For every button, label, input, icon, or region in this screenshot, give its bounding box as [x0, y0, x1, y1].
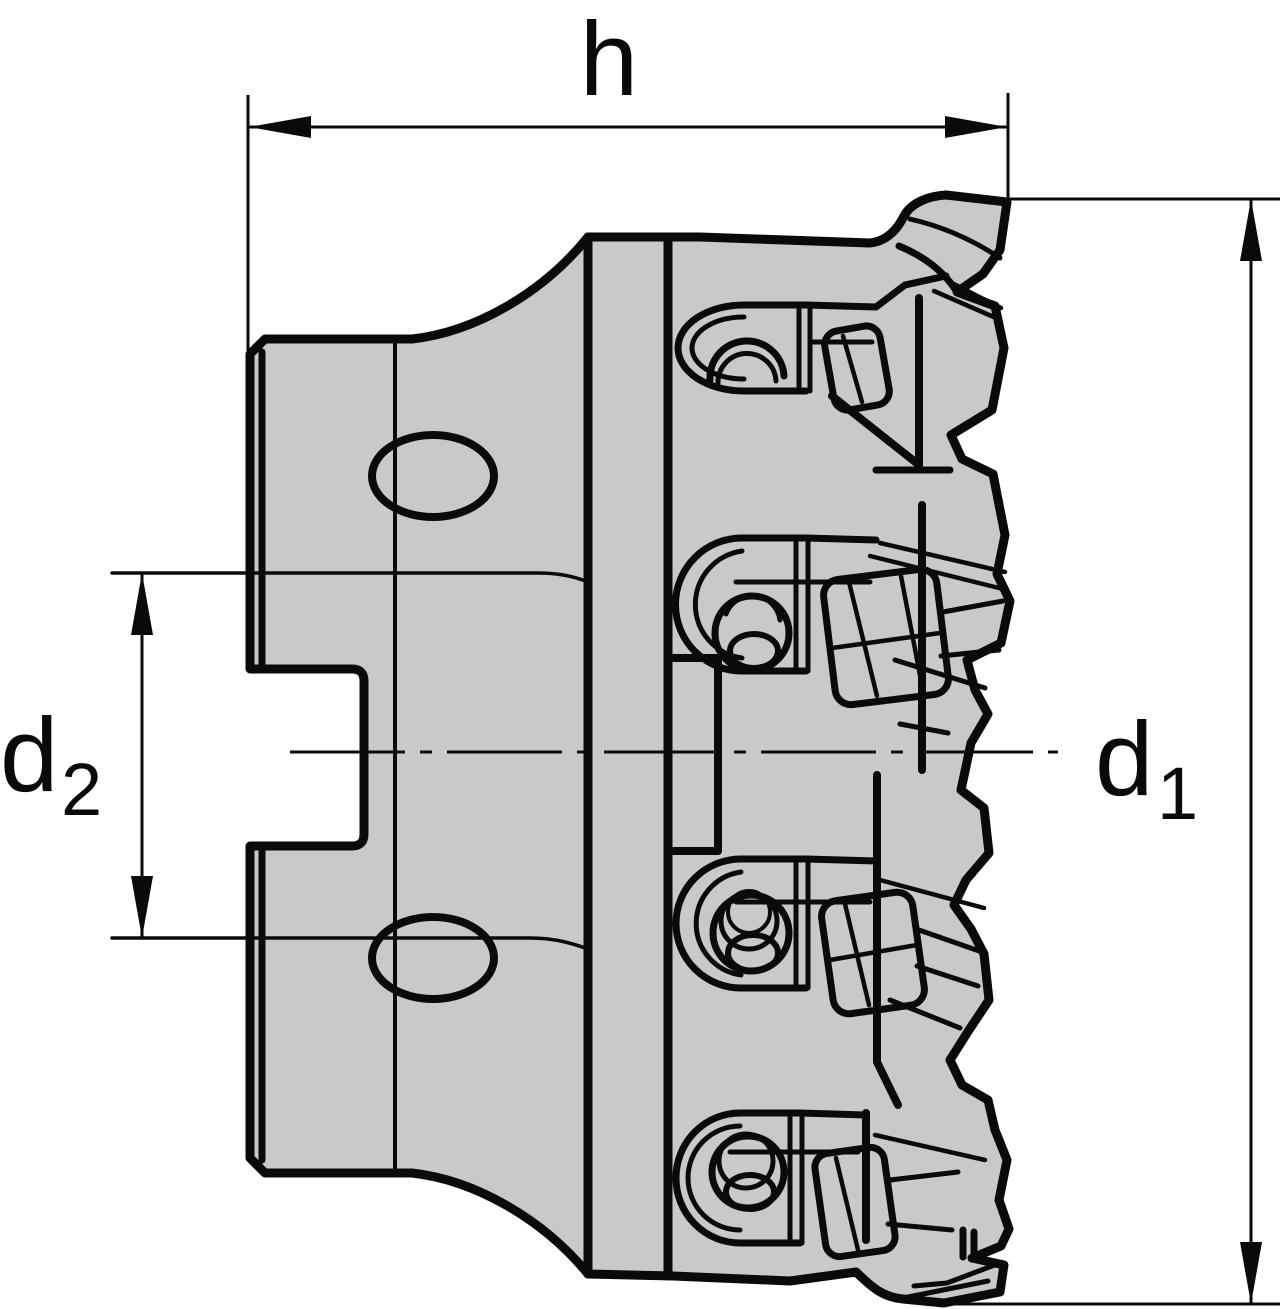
insert-lamination-lines: [867, 540, 1008, 592]
clamp-line: [833, 1155, 861, 1253]
hub-step-bottom: [110, 936, 590, 951]
insert-connector-lines: [887, 927, 985, 1031]
insert-pocket-row-3: [672, 771, 987, 1109]
top-tooth-arc: [907, 216, 1003, 261]
insert-connector-lines: [892, 598, 1006, 736]
insert-pocket-row-1: [674, 272, 1004, 474]
pocket-top-edge: [802, 272, 950, 311]
d2-arrow-bottom: [131, 876, 153, 938]
flange-hole-top: [368, 431, 498, 521]
pocket-top-edge: [802, 534, 880, 544]
d1-label: d: [1095, 701, 1153, 818]
clamp-block: [821, 322, 893, 414]
screw-head-mid: [716, 1131, 776, 1191]
dimension-d1: [955, 197, 1280, 1306]
bottom-insert-edges: [959, 1226, 978, 1263]
bottom-tooth-lines: [905, 1260, 1003, 1300]
clamp-block: [811, 1143, 899, 1261]
pocket-outline: [672, 855, 810, 992]
d1-arrow-bottom: [1240, 1242, 1262, 1304]
d2-label-subscript: 2: [61, 748, 102, 831]
dimension-h: [246, 93, 1010, 352]
insert-lamination-lines: [931, 278, 1004, 321]
dimension-d2: [131, 573, 153, 938]
seat-back-line: [873, 771, 902, 1109]
hub-step-top: [110, 571, 590, 584]
screw-head-cap: [723, 1172, 777, 1212]
h-arrow-left: [249, 116, 311, 138]
d1-label-subscript: 1: [1157, 752, 1198, 835]
insert-pocket-row-2: [672, 501, 1008, 774]
cutter-body: [245, 190, 1015, 1308]
hub-bore-block: [664, 654, 722, 855]
pocket-top-edge: [796, 1109, 870, 1119]
clamp-block: [820, 565, 952, 709]
pocket-outline: [672, 1109, 804, 1247]
top-tooth-nose: [895, 242, 961, 296]
d2-label: d: [0, 697, 58, 814]
pocket-outline: [674, 301, 810, 395]
pocket-top-edge: [802, 855, 880, 865]
seat-diagonal: [828, 392, 923, 469]
insert-lamination-lines: [872, 1132, 988, 1163]
flange-hole-bottom: [368, 913, 498, 1003]
cutter-body-outline: [245, 190, 1015, 1308]
d2-arrow-top: [131, 573, 153, 635]
insert-lamination-lines: [877, 877, 987, 911]
screw-head-arcs: [706, 337, 788, 384]
clamp-line: [840, 333, 865, 405]
pocket-outline: [672, 534, 810, 675]
d1-arrow-top: [1240, 199, 1262, 261]
pocket-inner-arc: [689, 314, 747, 382]
pocket-inner-arc: [693, 869, 744, 978]
insert-connector-lines: [885, 1169, 961, 1233]
h-label: h: [580, 1, 638, 118]
insert-pocket-row-4: [672, 1109, 1003, 1300]
pocket-inner-arc: [685, 1123, 743, 1233]
screw-head-cap: [727, 631, 781, 671]
h-arrow-right: [945, 116, 1007, 138]
screw-head-arc: [723, 593, 783, 623]
screw-head-arcs-inner: [715, 350, 779, 387]
body-internal-lines: [110, 216, 1003, 1281]
screw-head-cap: [725, 932, 781, 974]
